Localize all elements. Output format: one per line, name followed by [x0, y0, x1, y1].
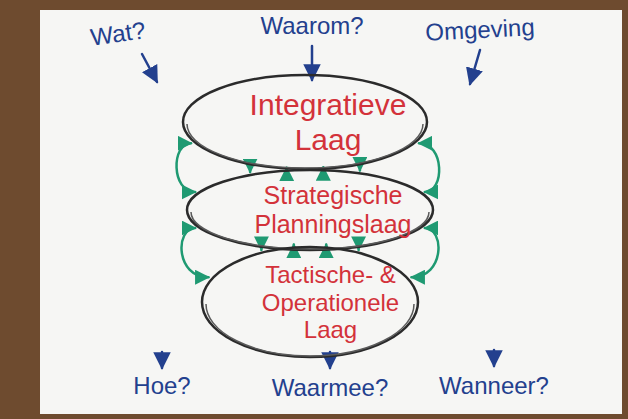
band-title: Tactische- & Operationele Laag: [241, 261, 420, 344]
paper-sheet: [40, 10, 622, 414]
band-text-wrap: Integratieve Laag: [227, 88, 429, 157]
band-title: Integratieve Laag: [227, 88, 429, 157]
side-double-arrow: [419, 143, 439, 192]
question-label: Wat?: [89, 16, 147, 51]
question-label: Hoe?: [133, 372, 190, 400]
layer-band: Strategische Planningslaag: [185, 168, 435, 252]
flow-arrow: [359, 167, 362, 170]
question-label: Waarmee?: [272, 374, 388, 402]
layer-band: Integratieve Laag: [181, 73, 429, 171]
flow-arrow: [249, 167, 252, 172]
pointer-arrow: [470, 50, 480, 84]
question-label: Waarom?: [260, 12, 363, 40]
side-double-arrow: [182, 228, 209, 277]
pointer-arrow: [493, 350, 496, 366]
band-title: Strategische Planningslaag: [231, 181, 435, 239]
question-label: Wanneer?: [439, 372, 549, 400]
band-text-wrap: Tactische- & Operationele Laag: [241, 261, 420, 344]
flow-arrow: [260, 248, 263, 251]
pointer-arrow: [161, 352, 164, 368]
side-double-arrow: [411, 228, 438, 277]
side-double-arrow: [177, 143, 196, 192]
band-outline: [181, 73, 429, 171]
question-label: Omgeving: [425, 13, 536, 47]
flow-arrow: [357, 248, 360, 251]
band-text-wrap: Strategische Planningslaag: [231, 181, 435, 239]
layer-band: Tactische- & Operationele Laag: [200, 245, 420, 359]
pointer-arrow: [142, 54, 157, 82]
